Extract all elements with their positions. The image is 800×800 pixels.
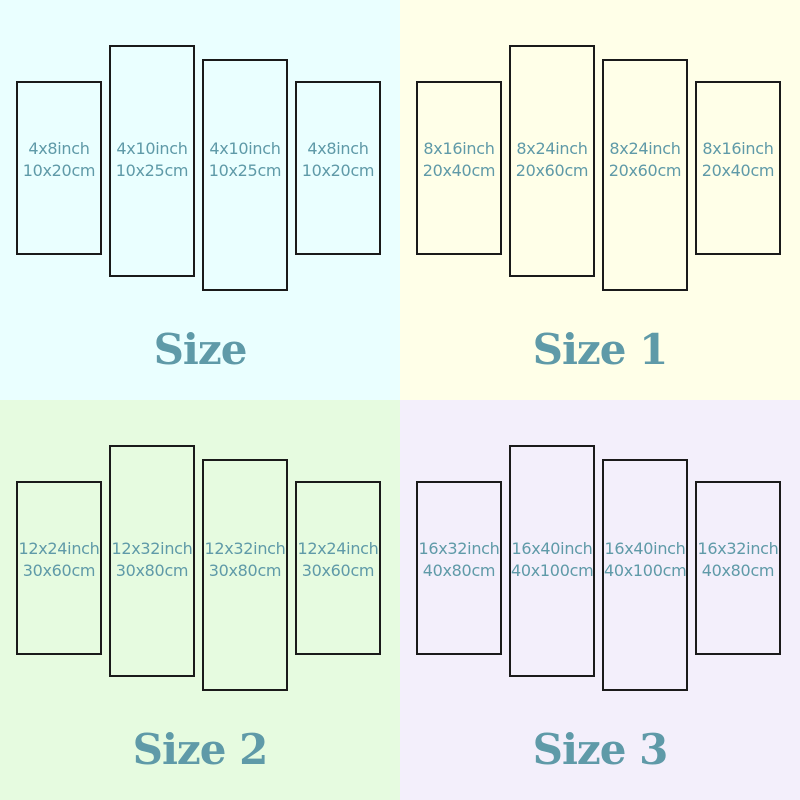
panel-cm-label: 10x25cm (208, 161, 282, 180)
size-title: Size 1 (532, 325, 669, 374)
canvas-panel-2: 16x40inch 40x100cm (509, 445, 595, 677)
panel-cm-label: 20x60cm (608, 161, 682, 180)
panel-dimensions: 16x32inch 40x80cm (697, 538, 779, 582)
canvas-panel-3: 16x40inch 40x100cm (602, 459, 688, 691)
size-quadrant-3: 16x32inch 40x80cm 16x40inch 40x100cm 16x… (400, 400, 800, 800)
canvas-panel-3: 8x24inch 20x60cm (602, 59, 688, 291)
panel-inch-label: 8x16inch (702, 139, 774, 158)
panel-inch-label: 16x32inch (418, 539, 500, 558)
panel-dimensions: 16x32inch 40x80cm (418, 538, 500, 582)
panel-cm-label: 20x40cm (422, 161, 496, 180)
size-title: Size 2 (132, 725, 269, 774)
panel-dimensions: 12x24inch 30x60cm (297, 538, 379, 582)
panel-dimensions: 8x16inch 20x40cm (418, 138, 500, 182)
panel-cm-label: 10x20cm (301, 161, 375, 180)
canvas-panel-4: 12x24inch 30x60cm (295, 481, 381, 655)
canvas-panel-1: 8x16inch 20x40cm (416, 81, 502, 255)
panel-cm-label: 30x60cm (22, 561, 96, 580)
panel-cm-label: 10x25cm (115, 161, 189, 180)
size-quadrant-2: 12x24inch 30x60cm 12x32inch 30x80cm 12x3… (0, 400, 400, 800)
panel-cm-label: 40x80cm (701, 561, 775, 580)
canvas-panel-3: 12x32inch 30x80cm (202, 459, 288, 691)
panel-cm-label: 30x80cm (208, 561, 282, 580)
panel-dimensions: 4x8inch 10x20cm (297, 138, 379, 182)
panel-cm-label: 20x40cm (701, 161, 775, 180)
canvas-panel-2: 4x10inch 10x25cm (109, 45, 195, 277)
panel-cm-label: 30x80cm (115, 561, 189, 580)
panel-dimensions: 4x8inch 10x20cm (18, 138, 100, 182)
panel-inch-label: 12x24inch (297, 539, 379, 558)
canvas-panel-2: 8x24inch 20x60cm (509, 45, 595, 277)
panel-inch-label: 4x8inch (28, 139, 90, 158)
panel-inch-label: 12x32inch (204, 539, 286, 558)
panel-dimensions: 8x24inch 20x60cm (604, 138, 686, 182)
panel-inch-label: 16x32inch (697, 539, 779, 558)
canvas-panel-1: 4x8inch 10x20cm (16, 81, 102, 255)
canvas-panel-4: 16x32inch 40x80cm (695, 481, 781, 655)
canvas-panel-1: 16x32inch 40x80cm (416, 481, 502, 655)
canvas-panel-4: 4x8inch 10x20cm (295, 81, 381, 255)
canvas-panel-2: 12x32inch 30x80cm (109, 445, 195, 677)
canvas-panel-4: 8x16inch 20x40cm (695, 81, 781, 255)
panel-dimensions: 16x40inch 40x100cm (511, 538, 594, 582)
panel-cm-label: 10x20cm (22, 161, 96, 180)
panel-dimensions: 12x32inch 30x80cm (204, 538, 286, 582)
panel-inch-label: 12x32inch (111, 539, 193, 558)
panel-dimensions: 16x40inch 40x100cm (604, 538, 687, 582)
panel-cm-label: 20x60cm (515, 161, 589, 180)
canvas-panel-1: 12x24inch 30x60cm (16, 481, 102, 655)
panel-cm-label: 40x80cm (422, 561, 496, 580)
panel-dimensions: 8x16inch 20x40cm (697, 138, 779, 182)
panel-inch-label: 16x40inch (604, 539, 686, 558)
panel-inch-label: 8x24inch (609, 139, 681, 158)
panel-cm-label: 40x100cm (511, 561, 594, 580)
panel-inch-label: 16x40inch (511, 539, 593, 558)
panel-cm-label: 40x100cm (604, 561, 687, 580)
panel-inch-label: 4x8inch (307, 139, 369, 158)
panel-inch-label: 12x24inch (18, 539, 100, 558)
size-quadrant-1: 8x16inch 20x40cm 8x24inch 20x60cm 8x24in… (400, 0, 800, 400)
size-quadrant-0: 4x8inch 10x20cm 4x10inch 10x25cm 4x10inc… (0, 0, 400, 400)
panel-inch-label: 8x24inch (516, 139, 588, 158)
panel-inch-label: 4x10inch (116, 139, 188, 158)
panel-dimensions: 12x32inch 30x80cm (111, 538, 193, 582)
panel-dimensions: 4x10inch 10x25cm (204, 138, 286, 182)
size-title: Size (153, 325, 248, 374)
canvas-panel-3: 4x10inch 10x25cm (202, 59, 288, 291)
panel-inch-label: 8x16inch (423, 139, 495, 158)
panel-cm-label: 30x60cm (301, 561, 375, 580)
panel-dimensions: 8x24inch 20x60cm (511, 138, 593, 182)
panel-inch-label: 4x10inch (209, 139, 281, 158)
panel-dimensions: 12x24inch 30x60cm (18, 538, 100, 582)
size-title: Size 3 (532, 725, 669, 774)
panel-dimensions: 4x10inch 10x25cm (111, 138, 193, 182)
